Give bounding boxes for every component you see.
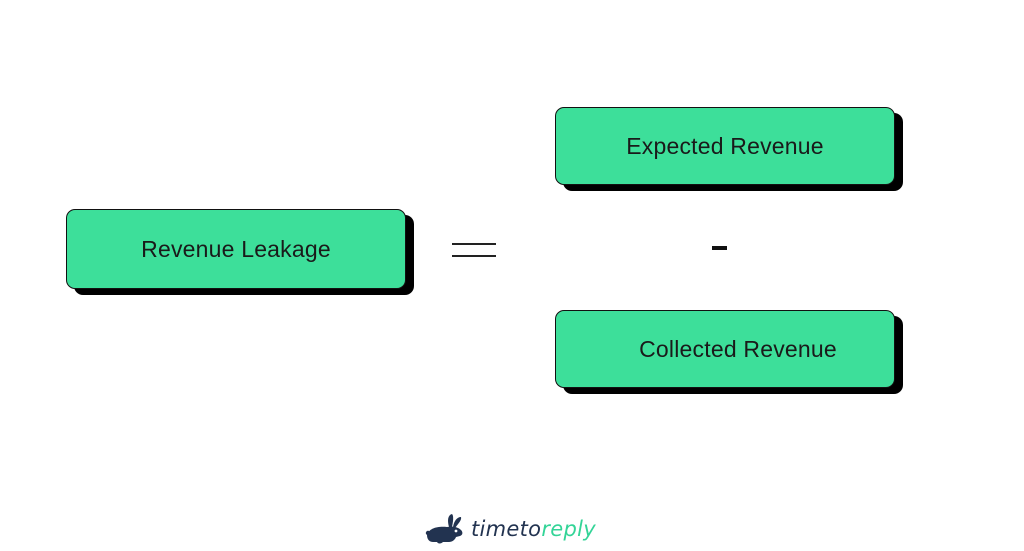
brand-wordmark: timetoreply: [471, 513, 596, 545]
minus-sign: [712, 246, 727, 250]
brand-wordmark-part1: timeto: [471, 517, 542, 541]
revenue-leakage-label: Revenue Leakage: [141, 235, 331, 262]
expected-revenue-box: Expected Revenue: [555, 107, 895, 185]
brand-wordmark-part2: reply: [541, 517, 596, 541]
collected-revenue-label: Collected Revenue: [639, 335, 837, 362]
revenue-leakage-box: Revenue Leakage: [66, 209, 406, 289]
brand-logo: timetoreply: [425, 513, 596, 545]
equals-bar-bottom: [452, 255, 496, 257]
equals-bar-top: [452, 243, 496, 245]
expected-revenue-label: Expected Revenue: [626, 132, 824, 159]
rabbit-icon: [425, 514, 463, 544]
equals-sign: [452, 239, 496, 259]
collected-revenue-box: Collected Revenue: [555, 310, 895, 388]
